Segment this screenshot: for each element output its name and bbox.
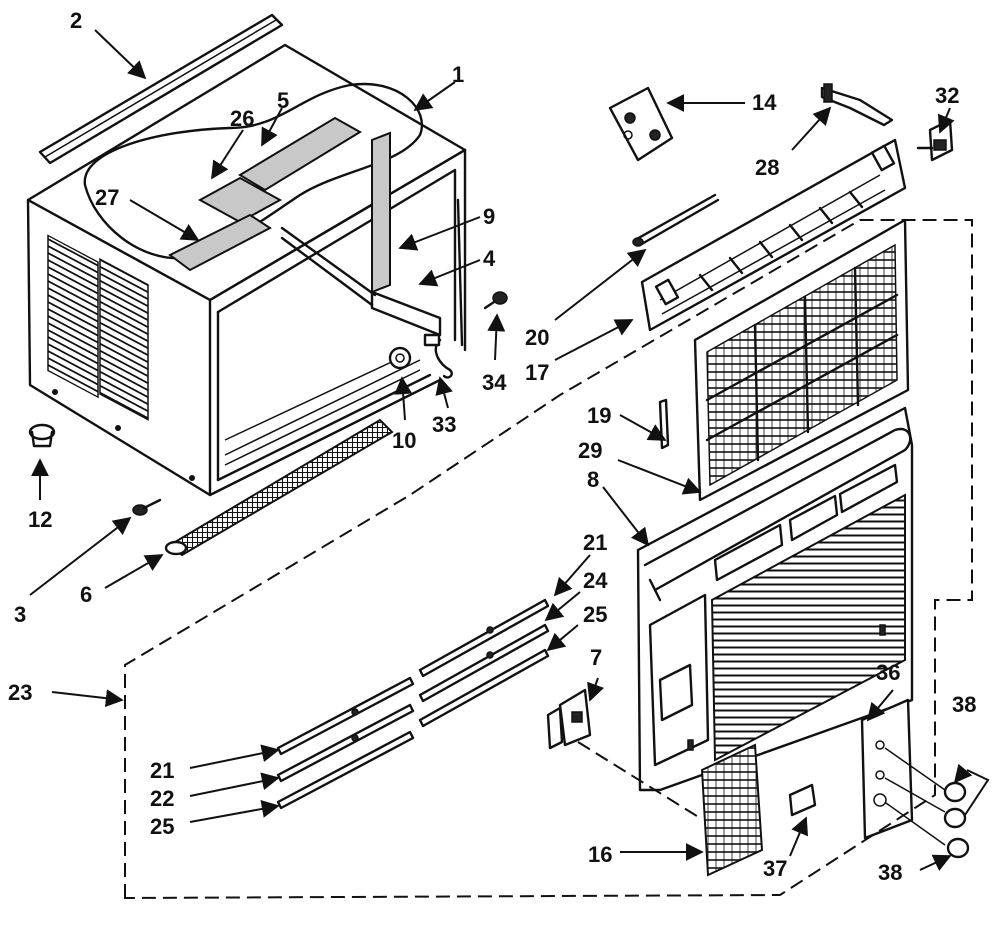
- air-deflector-frame: [640, 138, 907, 332]
- leader-lines: [29, 29, 990, 872]
- callout-8: 8: [587, 467, 599, 492]
- callout-24: 24: [583, 568, 608, 593]
- callout-16: 16: [588, 842, 612, 867]
- callout-22: 22: [150, 786, 174, 811]
- air-filter: [693, 218, 910, 502]
- kit-boundary: [124, 219, 973, 900]
- callout-38-top: 38: [952, 692, 976, 717]
- callout-38-bottom: 38: [878, 860, 902, 885]
- callout-21-bottom: 21: [150, 758, 174, 783]
- callout-36: 36: [876, 660, 900, 685]
- callout-33: 33: [432, 412, 456, 437]
- vent-grille: [700, 743, 764, 877]
- callout-3: 3: [14, 602, 26, 627]
- callout-25-top: 25: [583, 602, 607, 627]
- callout-4: 4: [483, 246, 496, 271]
- callout-27: 27: [95, 185, 119, 210]
- callout-5: 5: [277, 88, 289, 113]
- support-brace: [280, 131, 464, 347]
- mounting-bracket: [608, 86, 674, 162]
- callout-37: 37: [763, 856, 787, 881]
- callout-29: 29: [578, 438, 602, 463]
- bottom-foam-strip: [164, 418, 394, 557]
- small-clip: [788, 783, 817, 817]
- guide-rod: [632, 193, 720, 247]
- callout-14: 14: [752, 90, 777, 115]
- callout-23: 23: [8, 680, 32, 705]
- callout-9: 9: [483, 204, 495, 229]
- top-seal-strip: [38, 13, 284, 165]
- callout-7: 7: [590, 645, 602, 670]
- callout-2: 2: [70, 8, 82, 33]
- callout-34: 34: [482, 370, 507, 395]
- callout-20: 20: [525, 325, 549, 350]
- filter-retainer: [658, 398, 670, 450]
- callout-6: 6: [80, 582, 92, 607]
- callout-28: 28: [755, 155, 779, 180]
- callout-17: 17: [525, 360, 549, 385]
- retainer-clip: [916, 118, 954, 162]
- knobs: [943, 781, 970, 859]
- callout-32: 32: [935, 83, 959, 108]
- callout-26: 26: [230, 106, 254, 131]
- callout-1: 1: [452, 62, 464, 87]
- trim-strips: [276, 598, 550, 810]
- callout-25-bottom: 25: [150, 814, 174, 839]
- callout-10: 10: [392, 428, 416, 453]
- top-foam-strips: [168, 116, 362, 272]
- callout-12: 12: [28, 507, 52, 532]
- front-panel: [636, 406, 914, 792]
- control-bracket: [546, 688, 592, 750]
- callout-labels: 1 2 5 26 27 9 4 12 3 6 10 33 34 14 28 32…: [8, 8, 976, 885]
- latch: [820, 83, 894, 127]
- callout-19: 19: [587, 403, 611, 428]
- callout-21-top: 21: [583, 530, 607, 555]
- control-plate: [860, 698, 946, 846]
